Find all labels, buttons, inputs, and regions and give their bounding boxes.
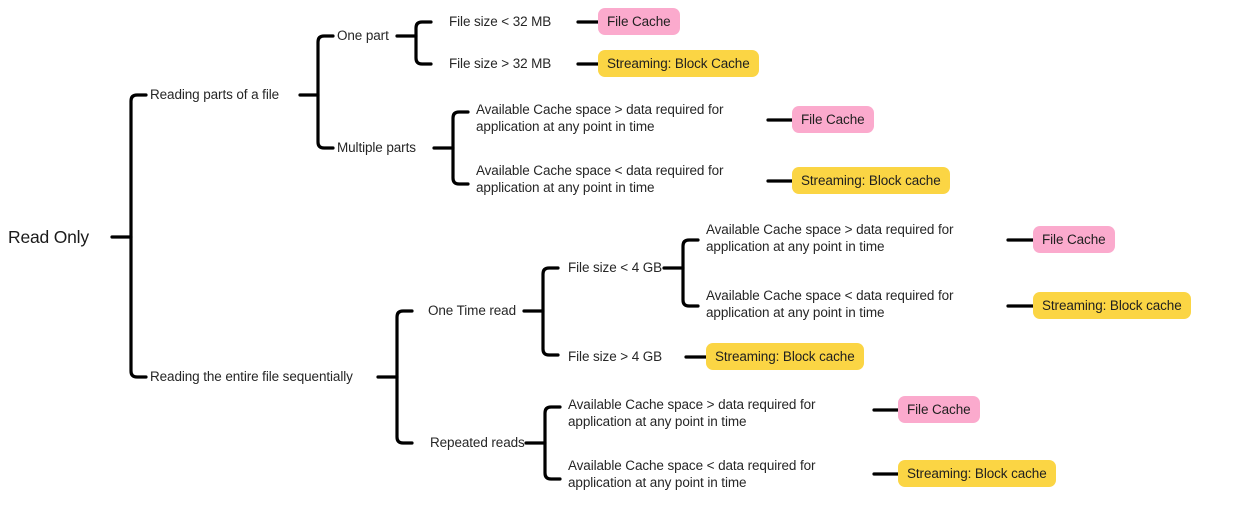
outcome-badge-block-cache-4[interactable]: Streaming: Block cache — [706, 343, 864, 370]
node-file-size-lt-32mb: File size < 32 MB — [449, 14, 552, 29]
node-reading-entire-file-sequentially: Reading the entire file sequentially — [150, 369, 353, 384]
bracket-l1b — [395, 309, 414, 445]
outcome-badge-file-cache-3[interactable]: File Cache — [1033, 226, 1115, 253]
outcome-badge-block-cache-2[interactable]: Streaming: Block cache — [792, 167, 950, 194]
bracket-onepart — [414, 20, 433, 66]
outcome-badge-file-cache-1[interactable]: File Cache — [598, 8, 680, 35]
outcome-badge-file-cache-4[interactable]: File Cache — [898, 396, 980, 423]
bracket-multipart — [451, 110, 470, 186]
outcome-badge-file-cache-2[interactable]: File Cache — [792, 106, 874, 133]
node-repeated-reads: Repeated reads — [430, 435, 525, 450]
node-one-time-read: One Time read — [428, 303, 516, 318]
bracket-root — [129, 93, 148, 379]
bracket-fs4gb — [681, 238, 700, 308]
node-reading-parts-of-a-file: Reading parts of a file — [150, 87, 280, 102]
node-cache-space-gt-data-multipart: Available Cache space > data required fo… — [476, 102, 724, 134]
bracket-l1a — [316, 34, 335, 150]
node-cache-space-lt-data-onetime: Available Cache space < data required fo… — [706, 288, 954, 320]
outcome-badge-block-cache-3[interactable]: Streaming: Block cache — [1033, 292, 1191, 319]
node-multiple-parts: Multiple parts — [337, 140, 416, 155]
root-node-read-only: Read Only — [8, 227, 89, 247]
node-cache-space-lt-data-multipart: Available Cache space < data required fo… — [476, 163, 724, 195]
node-file-size-gt-32mb: File size > 32 MB — [449, 56, 552, 71]
node-one-part: One part — [337, 28, 389, 43]
bracket-repeatedreads — [543, 405, 562, 481]
outcome-badge-block-cache-1[interactable]: Streaming: Block Cache — [598, 50, 759, 77]
bracket-onetimeread — [541, 266, 560, 357]
node-file-size-gt-4gb: File size > 4 GB — [568, 349, 663, 364]
node-cache-space-gt-data-repeated: Available Cache space > data required fo… — [568, 397, 816, 429]
node-cache-space-gt-data-onetime: Available Cache space > data required fo… — [706, 222, 954, 254]
node-file-size-lt-4gb: File size < 4 GB — [568, 260, 663, 275]
node-cache-space-lt-data-repeated: Available Cache space < data required fo… — [568, 458, 816, 490]
outcome-badge-block-cache-5[interactable]: Streaming: Block cache — [898, 460, 1056, 487]
